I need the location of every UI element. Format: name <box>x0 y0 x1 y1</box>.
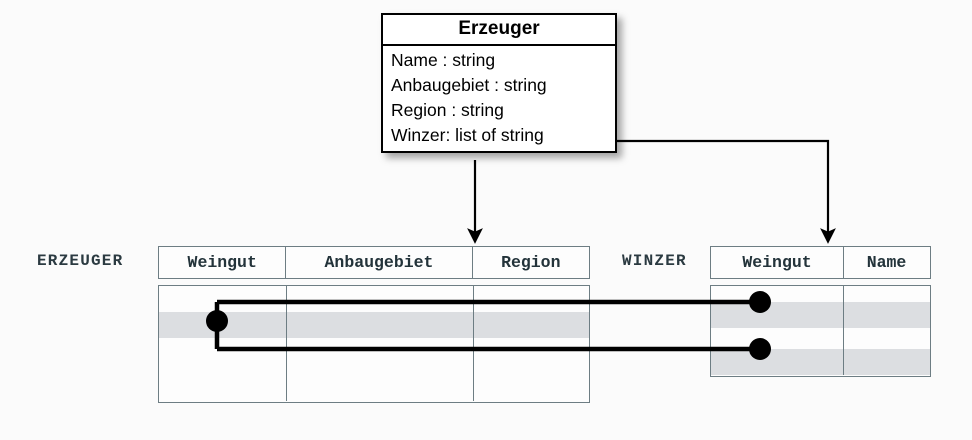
connector-class-to-winzer <box>610 139 836 244</box>
table-cell <box>711 286 844 302</box>
table-cell <box>844 328 929 349</box>
uml-class-box-erzeuger[interactable]: Erzeuger Name : string Anbaugebiet : str… <box>381 13 617 153</box>
table-label-winzer: WINZER <box>622 252 687 270</box>
table-cell <box>287 286 474 312</box>
table-row[interactable] <box>711 349 930 375</box>
table-cell <box>474 369 588 401</box>
column-header-region: Region <box>501 253 561 272</box>
uml-class-name: Erzeuger <box>383 15 615 46</box>
table-cell <box>844 286 929 302</box>
table-header-erzeuger: Weingut Anbaugebiet Region <box>158 246 590 279</box>
uml-attribute-winzer: Winzer: list of string <box>391 125 544 145</box>
table-cell <box>711 328 844 349</box>
uml-attribute-list: Name : string Anbaugebiet : string Regio… <box>383 46 615 151</box>
table-cell <box>711 349 844 375</box>
table-row[interactable] <box>711 328 930 349</box>
table-row[interactable] <box>159 338 589 369</box>
table-cell <box>159 312 287 338</box>
table-cell <box>711 302 844 328</box>
table-cell <box>287 338 474 369</box>
column-header-name: Name <box>866 253 907 272</box>
column-header-anbaugebiet: Anbaugebiet <box>286 247 473 278</box>
table-cell <box>159 286 287 312</box>
column-header-weingut: Weingut <box>159 247 287 278</box>
table-row[interactable] <box>711 302 930 328</box>
uml-attribute-region: Region : string <box>391 100 504 120</box>
table-label-erzeuger: ERZEUGER <box>37 252 124 270</box>
table-cell <box>159 369 287 401</box>
table-cell <box>474 312 588 338</box>
table-cell <box>159 338 287 369</box>
uml-attribute-anbaugebiet: Anbaugebiet : string <box>391 75 547 95</box>
table-cell <box>287 312 474 338</box>
table-row[interactable] <box>159 312 589 338</box>
table-row[interactable] <box>711 286 930 302</box>
column-header-weingut: Weingut <box>711 247 844 278</box>
table-body-winzer <box>710 285 931 377</box>
table-cell <box>474 338 588 369</box>
table-row[interactable] <box>159 286 589 312</box>
table-cell <box>844 349 929 375</box>
table-body-erzeuger <box>158 285 590 403</box>
table-cell <box>844 302 929 328</box>
table-cell <box>474 286 588 312</box>
table-header-winzer: Weingut Name <box>710 246 931 279</box>
table-row[interactable] <box>159 369 589 401</box>
uml-attribute-name: Name : string <box>391 50 496 70</box>
table-cell <box>287 369 474 401</box>
